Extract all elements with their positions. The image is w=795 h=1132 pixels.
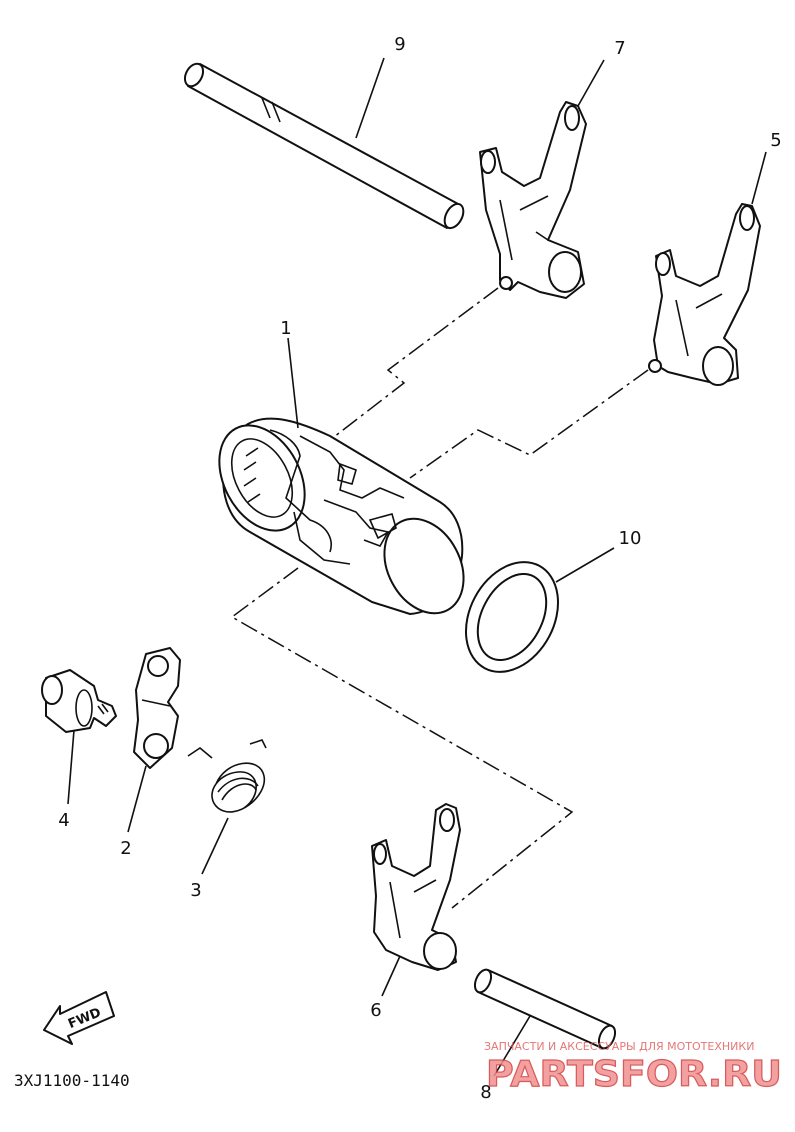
callout-7: 7	[614, 38, 625, 59]
callout-2: 2	[120, 838, 131, 859]
stopper-bolt[interactable]	[41, 669, 117, 733]
stopper-lever[interactable]	[133, 647, 181, 769]
callout-10: 10	[619, 528, 642, 549]
watermark-main-text: PARTSFOR.RU	[486, 1054, 782, 1095]
watermark-top-text: ЗАПЧАСТИ И АКСЕССУАРЫ ДЛЯ МОТОТЕХНИКИ	[484, 1040, 754, 1053]
assembly-lines	[230, 287, 649, 909]
leader-lines	[67, 57, 767, 1077]
fwd-arrow-icon: FWD	[43, 991, 115, 1045]
diagram-code: 3XJ1100-1140	[14, 1071, 130, 1090]
shift-drum[interactable]	[202, 411, 479, 627]
shift-fork-center[interactable]	[371, 803, 461, 971]
callout-4: 4	[58, 810, 69, 831]
callout-8: 8	[480, 1082, 491, 1103]
torsion-spring[interactable]	[187, 739, 267, 813]
shift-fork-left[interactable]	[479, 101, 587, 299]
callout-5: 5	[770, 130, 781, 151]
callout-labels: 9 7 5 1 10 4 2 3 6 8	[58, 34, 781, 1103]
callout-3: 3	[190, 880, 201, 901]
guide-bar-long[interactable]	[181, 61, 467, 232]
guide-bar-short[interactable]	[472, 967, 619, 1051]
shift-fork-right[interactable]	[648, 203, 761, 386]
callout-1: 1	[280, 318, 291, 339]
watermark: ЗАПЧАСТИ И АКСЕССУАРЫ ДЛЯ МОТОТЕХНИКИ PA…	[484, 1040, 783, 1096]
washer[interactable]	[448, 546, 577, 688]
callout-9: 9	[394, 34, 405, 55]
callout-6: 6	[370, 1000, 381, 1021]
